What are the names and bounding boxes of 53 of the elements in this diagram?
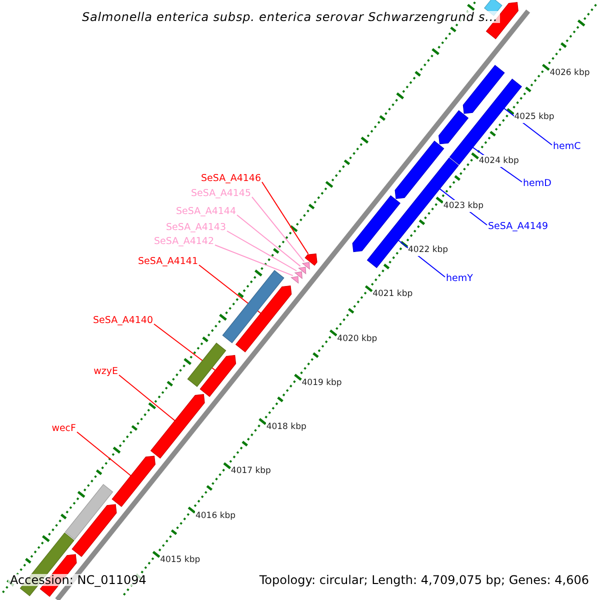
gene-label: SeSA_A4144	[176, 206, 236, 218]
scale-label: 4025 kbp	[514, 111, 554, 124]
leader-line	[198, 264, 262, 314]
gene-feature	[394, 140, 444, 199]
gene-feature	[294, 271, 302, 279]
gene-label: SeSA_A4146	[200, 173, 261, 185]
scale-label: 4017 kbp	[230, 465, 271, 478]
feature-bar	[187, 342, 226, 387]
gene-label: SeSA_A4141	[138, 256, 198, 268]
gene-feature	[304, 253, 318, 266]
scale-label: 4026 kbp	[550, 66, 590, 79]
scale-label: 4021 kbp	[372, 288, 413, 300]
leader-line	[214, 244, 294, 276]
scale-label: 4023 kbp	[443, 200, 484, 212]
gene-feature	[200, 354, 236, 397]
leader-line	[236, 214, 301, 267]
summary-text: Topology: circular; Length: 4,709,075 bp; Genes: 4,606	[257, 574, 591, 586]
gene-label: hemY	[446, 273, 473, 285]
gene-label: wecF	[52, 423, 76, 435]
leader-line	[252, 196, 305, 262]
gene-feature	[438, 110, 469, 144]
gene-feature	[352, 195, 400, 252]
accession-text: Accession: NC_011094	[8, 574, 148, 586]
scale-label: 4016 kbp	[195, 510, 236, 522]
gene-label: wzyE	[94, 366, 118, 378]
scale-label: 4024 kbp	[478, 155, 519, 168]
gene-feature	[462, 64, 505, 114]
gene-label: SeSA_A4145	[190, 188, 251, 200]
gene-feature	[298, 266, 306, 274]
scale-label: 4020 kbp	[337, 332, 378, 345]
leader-line	[76, 432, 132, 476]
leader-line	[118, 374, 176, 422]
gene-feature	[112, 456, 156, 508]
scale-label: 4019 kbp	[302, 376, 342, 389]
gene-feature	[150, 394, 205, 459]
gene-label: SeSA_A4142	[154, 236, 214, 248]
scale-label: 4018 kbp	[266, 421, 306, 434]
feature-bar	[222, 270, 284, 344]
gene-label: hemD	[523, 178, 552, 190]
gene-label: hemC	[553, 141, 581, 153]
leader-line	[226, 230, 298, 272]
gene-feature	[302, 262, 310, 270]
scale-label: 4015 kbp	[160, 554, 200, 566]
gene-label: SeSA_A4143	[166, 222, 226, 234]
leader-line	[262, 182, 309, 254]
scale-label: 4022 kbp	[408, 244, 448, 256]
feature-bar	[64, 484, 114, 540]
gene-feature	[72, 504, 117, 558]
gene-label: SeSA_A4149	[488, 221, 548, 233]
gene-label: SeSA_A4140	[92, 315, 153, 327]
title: Salmonella enterica subsp. enterica serovar Schwarzengrund s...	[80, 11, 500, 23]
gene-feature	[291, 276, 299, 284]
gene-feature	[235, 285, 292, 352]
